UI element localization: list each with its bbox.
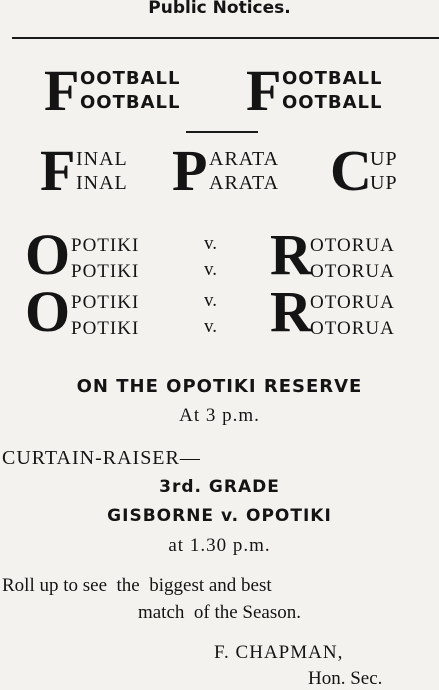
match-versus: v.: [204, 233, 218, 254]
cup-parata-line1: ARATA: [209, 148, 280, 170]
match-home-line2: POTIKI: [71, 318, 140, 339]
match-away-line1: OTORUA: [310, 292, 395, 313]
headline-line2: OOTBALL: [282, 92, 383, 113]
headline-divider: [186, 131, 258, 133]
match-away-initial: R: [270, 279, 312, 344]
cup-final-line2: INAL: [76, 172, 128, 194]
match-versus: v.: [204, 290, 218, 311]
curtain-raiser-teams: GISBORNE v. OPOTIKI: [107, 506, 332, 526]
cup-final-initial: F: [40, 138, 76, 203]
cup-parata-line2: ARATA: [209, 172, 280, 194]
headline-line1: OOTBALL: [80, 68, 181, 89]
venue: ON THE OPOTIKI RESERVE: [76, 376, 363, 397]
headline-initial: F: [44, 58, 80, 123]
headline-line1: OOTBALL: [282, 68, 383, 89]
match-home-line1: POTIKI: [71, 235, 140, 256]
signature-title: Hon. Sec.: [308, 668, 383, 689]
cup-parata-initial: P: [172, 138, 208, 203]
message-line1: Roll up to see the biggest and best: [2, 575, 272, 596]
match-away-line2: OTORUA: [310, 318, 395, 339]
match-versus: v.: [204, 259, 218, 280]
match-home-line1: POTIKI: [71, 292, 140, 313]
match-away-line1: OTORUA: [310, 235, 395, 256]
kickoff-time: At 3 p.m.: [179, 405, 260, 426]
match-home-initial: O: [25, 222, 71, 287]
header-divider: [12, 37, 439, 39]
section-title: Public Notices.: [148, 0, 291, 18]
curtain-raiser-label: CURTAIN-RAISER—: [2, 447, 201, 469]
headline-line2: OOTBALL: [80, 92, 181, 113]
match-away-line2: OTORUA: [310, 261, 395, 282]
cup-cup-line1: UP: [370, 148, 398, 170]
match-away-initial: R: [270, 222, 312, 287]
curtain-raiser-time: at 1.30 p.m.: [168, 535, 271, 556]
cup-final-line1: INAL: [76, 148, 128, 170]
match-home-initial: O: [25, 279, 71, 344]
match-versus: v.: [204, 316, 218, 337]
signature-name: F. CHAPMAN,: [214, 642, 344, 663]
match-home-line2: POTIKI: [71, 261, 140, 282]
headline-initial: F: [246, 58, 282, 123]
cup-cup-initial: C: [330, 138, 372, 203]
message-line2: match of the Season.: [137, 602, 302, 623]
curtain-raiser-grade: 3rd. GRADE: [159, 477, 280, 497]
cup-cup-line2: UP: [370, 172, 398, 194]
